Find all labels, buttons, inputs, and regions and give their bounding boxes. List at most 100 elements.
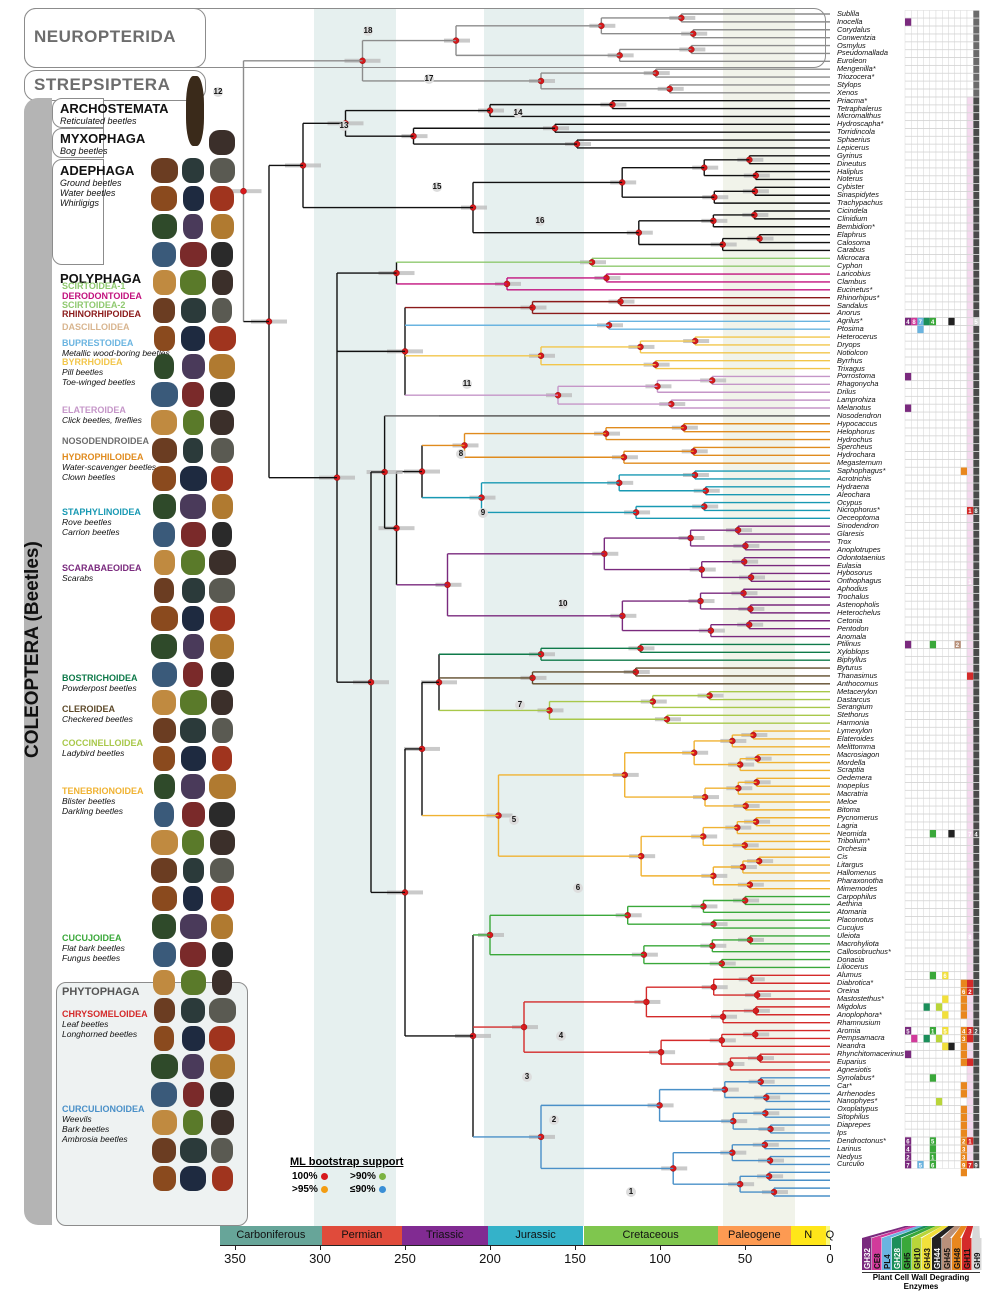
enzyme-cell (904, 380, 912, 389)
enzyme-cell (973, 798, 980, 807)
enzyme-count: 2 (956, 643, 960, 649)
enzyme-cell (948, 514, 955, 523)
enzyme-count: 5 (906, 1029, 910, 1035)
enzyme-cell (966, 1042, 974, 1051)
enzyme-cell (935, 1152, 943, 1161)
beetle-photo (210, 1110, 234, 1135)
enzyme-cell (917, 758, 924, 767)
enzyme-cell (917, 443, 924, 452)
enzyme-cell (911, 380, 918, 389)
enzyme-cell (960, 230, 968, 239)
enzyme-cell (966, 1121, 974, 1130)
enzyme-cell (954, 396, 961, 405)
enzyme-cell (935, 364, 943, 373)
enzyme-cell (960, 593, 968, 602)
enzyme-cell (973, 892, 980, 901)
enzyme-cell (942, 1097, 949, 1106)
enzyme-cell (973, 278, 980, 287)
enzyme-cell (929, 325, 937, 334)
enzyme-cell (911, 262, 918, 271)
enzyme-cell (954, 278, 961, 287)
enzyme-cell (923, 412, 930, 420)
enzyme-cell (954, 490, 961, 499)
enzyme-cell (911, 617, 918, 625)
enzyme-cell (942, 585, 949, 594)
enzyme-cell (917, 49, 924, 58)
enzyme-cell (948, 1113, 955, 1122)
enzyme-cell (935, 286, 943, 294)
enzyme-cell (973, 33, 980, 42)
beetle-photo (182, 1054, 204, 1079)
enzyme-cell (935, 1042, 943, 1051)
enzyme-cell (929, 585, 937, 594)
node-number-label: 1 (626, 1187, 636, 1197)
enzyme-cell (942, 57, 949, 66)
enzyme-cell (954, 979, 961, 988)
enzyme-cell (917, 475, 924, 484)
enzyme-cell (935, 1011, 943, 1019)
enzyme-cell (954, 1113, 961, 1122)
enzyme-cell (904, 837, 912, 846)
enzyme-cell (954, 1081, 961, 1090)
enzyme-cell (973, 1137, 980, 1145)
beetle-photo (152, 1138, 176, 1163)
time-tick-label: 250 (394, 1251, 416, 1266)
enzyme-cell (935, 451, 943, 460)
enzyme-cell (960, 270, 968, 279)
enzyme-cell (929, 522, 937, 531)
enzyme-presence-cell (917, 325, 924, 334)
enzyme-cell (948, 1152, 955, 1161)
enzyme-cell (954, 207, 961, 216)
enzyme-cell (966, 884, 974, 893)
beetle-photo (181, 578, 205, 603)
enzyme-count: 1 (968, 509, 972, 515)
superfamily-scirtoidea-2: SCIRTOIDEA-2 (62, 300, 126, 310)
enzyme-caption: Plant Cell Wall Degrading Enzymes (862, 1272, 980, 1291)
enzyme-cell (923, 1129, 930, 1138)
enzyme-presence-cell (960, 1034, 967, 1043)
enzyme-cell (923, 1137, 930, 1145)
beetle-photo (152, 494, 176, 519)
enzyme-wedge (892, 1226, 930, 1238)
enzyme-cell (904, 357, 912, 365)
enzyme-count: 9 (962, 1163, 966, 1169)
enzyme-cell (904, 81, 912, 89)
enzyme-cell (929, 73, 937, 82)
enzyme-cell (966, 341, 974, 350)
time-tick (660, 1245, 661, 1250)
enzyme-cell (923, 160, 930, 168)
legend-item-le90: ≤90% (350, 1184, 386, 1195)
enzyme-cell (973, 81, 980, 89)
enzyme-cell (966, 711, 974, 720)
enzyme-cell (917, 380, 924, 389)
enzyme-cell (954, 569, 961, 578)
taxon-label: Meloe (837, 797, 858, 806)
enzyme-cell (942, 286, 949, 294)
enzyme-cell (942, 948, 949, 956)
enzyme-cell (960, 900, 968, 909)
enzyme-cell (954, 1089, 961, 1098)
enzyme-cell (911, 238, 918, 247)
beetle-photo (181, 998, 205, 1023)
enzyme-cell (935, 908, 943, 917)
enzyme-cell (942, 1089, 949, 1098)
enzyme-cell (917, 183, 924, 192)
taxon-label: Donacia (837, 954, 865, 964)
enzyme-cell (929, 601, 937, 610)
enzyme-cell (960, 1066, 968, 1075)
enzyme-cell (966, 475, 974, 484)
enzyme-cell (973, 498, 980, 507)
beetle-photo (150, 606, 178, 631)
enzyme-cell (935, 136, 943, 145)
enzyme-cell (960, 814, 968, 822)
beetle-photo (151, 634, 177, 659)
enzyme-cell (948, 632, 955, 641)
enzyme-cell (960, 475, 968, 484)
enzyme-cell (973, 286, 980, 294)
enzyme-cell (966, 293, 974, 302)
enzyme-presence-cell (905, 640, 912, 649)
enzyme-cell (917, 301, 924, 310)
enzyme-cell (935, 65, 943, 74)
enzyme-cell (954, 924, 961, 933)
enzyme-cell (954, 884, 961, 893)
